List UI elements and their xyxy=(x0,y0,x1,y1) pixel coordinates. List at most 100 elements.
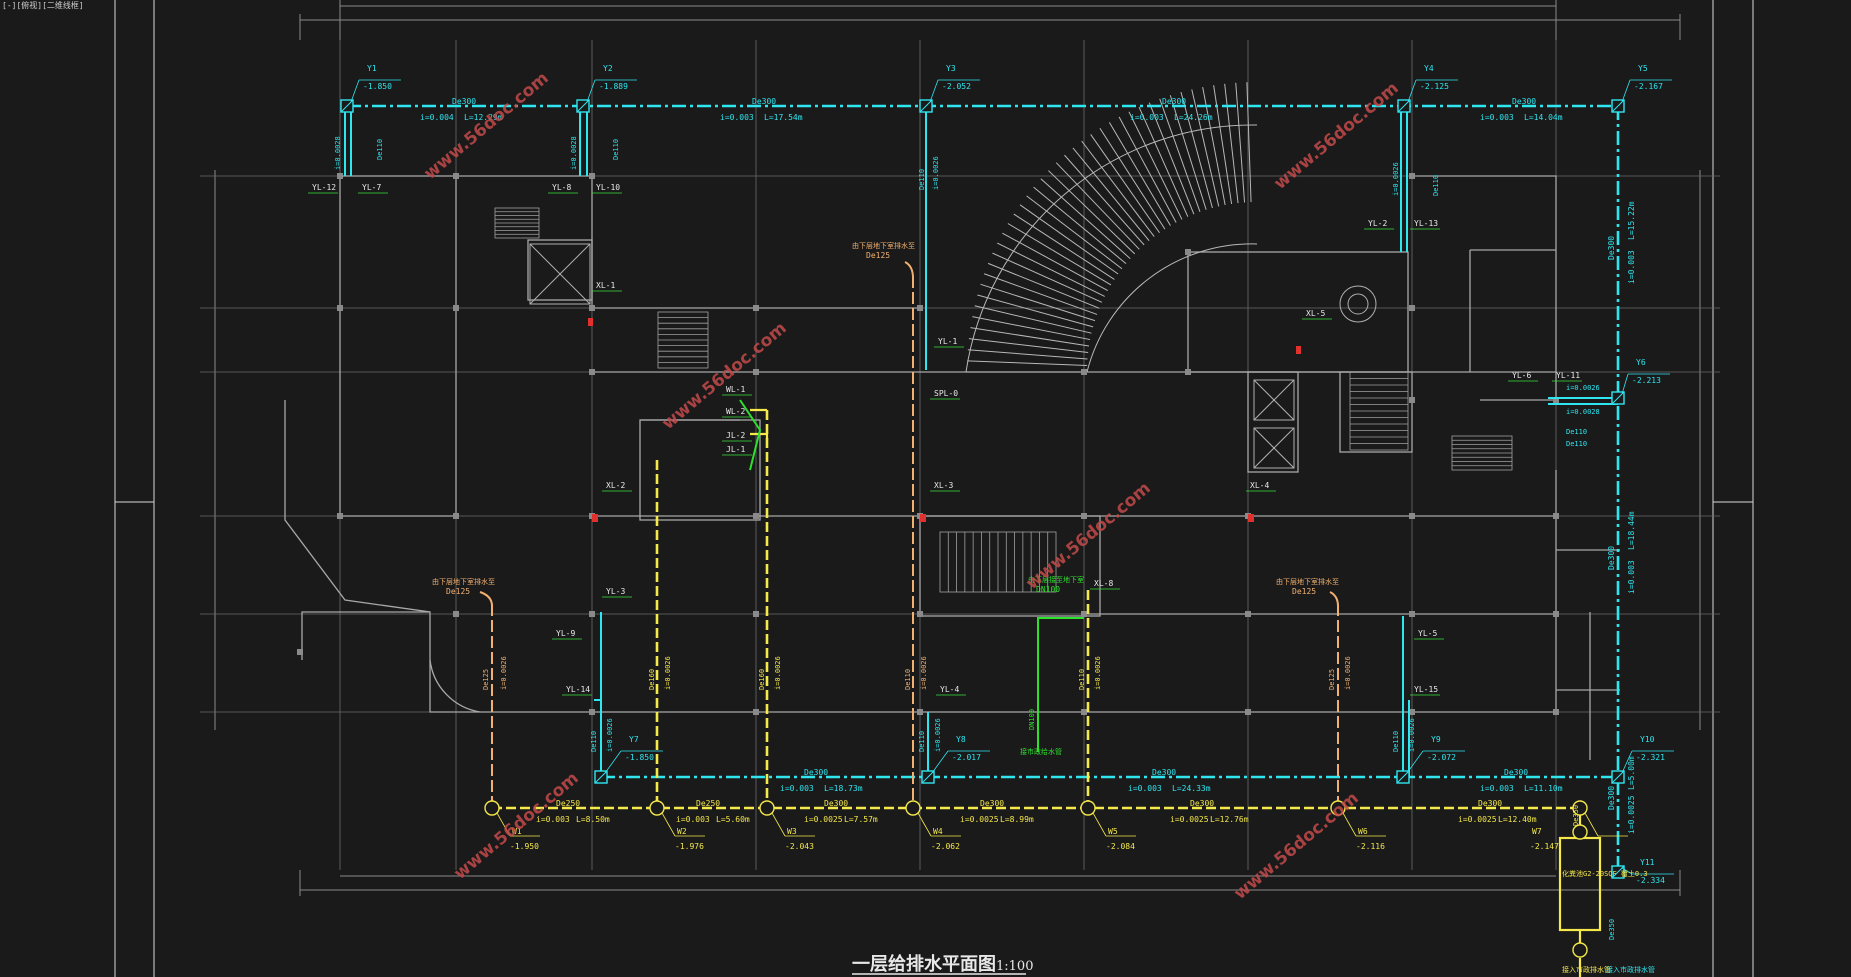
drain-note: 由下层地下室排水至 xyxy=(432,577,495,586)
segment-size: De300 xyxy=(752,97,776,106)
riser-label: YL-2 xyxy=(1368,219,1387,228)
segment-slope: i=0.0025 xyxy=(1458,815,1497,824)
fire-size: DN100 xyxy=(1036,585,1060,594)
dimension-lines xyxy=(214,0,1701,896)
pipe-note: i=0.0028 xyxy=(570,136,578,170)
storm-risers xyxy=(344,106,1618,777)
storm-well-id: Y4 xyxy=(1424,64,1434,73)
curved-stair xyxy=(965,82,1258,373)
pipe-note: De110 xyxy=(376,139,384,160)
storm-well-elev: -2.017 xyxy=(952,753,981,762)
riser-label: YL-14 xyxy=(566,685,590,694)
segment-length: L=24.33m xyxy=(1172,784,1211,793)
septic-note: 化粪池G2-20SQF 覆土0.3 xyxy=(1562,869,1648,878)
drain-size: De125 xyxy=(866,251,890,260)
storm-well-id: Y6 xyxy=(1636,358,1646,367)
segment-size: De300 xyxy=(1190,799,1214,808)
watermark-text: www.56doc.com xyxy=(420,68,552,184)
waste-well-id: W3 xyxy=(787,827,797,836)
pipe-note: i=0.0026 xyxy=(1094,656,1102,690)
pipe-note: i=0.0026 xyxy=(932,156,940,190)
waste-branch xyxy=(750,408,1602,977)
storm-well-elev: -2.125 xyxy=(1420,82,1449,91)
segment-size: De300 xyxy=(1162,97,1186,106)
pipe-note: i=0.0026 xyxy=(1566,384,1600,392)
riser-label: YL-13 xyxy=(1414,219,1438,228)
riser-label: YL-9 xyxy=(556,629,575,638)
waste-well-elev: -2.043 xyxy=(785,842,814,851)
waste-well-markers: W1-1.950W2-1.976W3-2.043W4-2.062W5-2.084… xyxy=(484,800,1628,958)
riser-label: WL-1 xyxy=(726,385,745,394)
watermark-text: www.56doc.com xyxy=(1022,478,1154,594)
water-supply-pipe xyxy=(739,399,1084,752)
segment-length: L=14.04m xyxy=(1524,113,1563,122)
segment-slope: i=0.003 xyxy=(536,815,570,824)
pipe-note: i=0.0026 xyxy=(1408,718,1416,752)
riser-label: YL-15 xyxy=(1414,685,1438,694)
pipe-note: De160 xyxy=(648,669,656,690)
segment-length: L=12.76m xyxy=(1210,815,1249,824)
fire-note: 接市政给水管 xyxy=(1020,747,1062,756)
pipe-note: De110 xyxy=(1566,428,1587,436)
pipe-note: De110 xyxy=(918,169,926,190)
riser-label: WL-2 xyxy=(726,407,745,416)
storm-well-id: Y3 xyxy=(946,64,956,73)
drain-note: 由下层地下室排水至 xyxy=(1276,577,1339,586)
segment-slope: i=0.0025 xyxy=(1627,795,1636,834)
municipal-note: 接入市政排水管 xyxy=(1562,965,1611,974)
waste-well-id: W1 xyxy=(512,827,522,836)
storm-well-elev: -1.889 xyxy=(599,82,628,91)
riser-label: YL-12 xyxy=(312,183,336,192)
pipe-note: De110 xyxy=(1566,440,1587,448)
segment-size: De300 xyxy=(1504,768,1528,777)
waste-well-elev: -2.116 xyxy=(1356,842,1385,851)
riser-label: XL-4 xyxy=(1250,481,1269,490)
riser-label: YL-6 xyxy=(1512,371,1531,380)
riser-label: XL-5 xyxy=(1306,309,1325,318)
waste-well-id: W5 xyxy=(1108,827,1118,836)
pipe-note: De110 xyxy=(1078,669,1086,690)
hydrant-markers xyxy=(588,318,1301,522)
segment-length: L=18.44m xyxy=(1627,511,1636,550)
waste-well-elev: -2.062 xyxy=(931,842,960,851)
pipe-note: i=0.0026 xyxy=(774,656,782,690)
elevator-shafts xyxy=(529,243,1377,469)
watermark-text: www.56doc.com xyxy=(658,318,790,434)
segment-slope: i=0.004 xyxy=(420,113,454,122)
viewport-label[interactable]: [-][俯视][二维线框] xyxy=(2,1,84,10)
riser-label: YL-4 xyxy=(940,685,959,694)
segment-slope: i=0.003 xyxy=(1480,784,1514,793)
segment-size: De250 xyxy=(696,799,720,808)
municipal-note: 接入市政排水管 xyxy=(1606,965,1655,974)
pipe-note: De110 xyxy=(590,731,598,752)
small-stairs xyxy=(494,207,1513,593)
segment-length: L=5.60m xyxy=(716,815,750,824)
storm-well-elev: -2.052 xyxy=(942,82,971,91)
segment-length: L=8.50m xyxy=(576,815,610,824)
pipe-note: i=0.0026 xyxy=(1344,656,1352,690)
fire-note: 由下层接至地下室 xyxy=(1028,575,1084,584)
storm-well-id: Y10 xyxy=(1640,735,1655,744)
storm-well-elev: -2.167 xyxy=(1634,82,1663,91)
sheet-frame xyxy=(114,0,1754,977)
segment-size: De300 xyxy=(452,97,476,106)
pipe-note: i=0.0028 xyxy=(334,136,342,170)
segment-slope: i=0.0025 xyxy=(1170,815,1209,824)
waste-well-elev: -2.084 xyxy=(1106,842,1135,851)
segment-slope: i=0.003 xyxy=(1627,250,1636,284)
storm-well-id: Y11 xyxy=(1640,858,1655,867)
pipe-note: De125 xyxy=(482,669,490,690)
storm-well-id: Y1 xyxy=(367,64,377,73)
storm-well-elev: -2.213 xyxy=(1632,376,1661,385)
storm-well-id: Y8 xyxy=(956,735,966,744)
riser-label: XL-2 xyxy=(606,481,625,490)
segment-size: De300 xyxy=(1607,786,1616,810)
storm-well-markers: Y1-1.850Y2-1.889Y3-2.052Y4-2.125Y5-2.167… xyxy=(340,64,1674,885)
waste-well-elev: -1.950 xyxy=(510,842,539,851)
waste-well-id: W7 xyxy=(1532,827,1542,836)
waste-pipes xyxy=(492,410,1580,810)
segment-size: De300 xyxy=(1478,799,1502,808)
